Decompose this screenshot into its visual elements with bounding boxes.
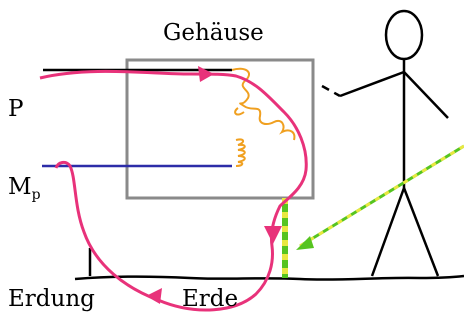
phase-label: P (8, 96, 24, 122)
person-arm-left (339, 70, 405, 98)
neutral-label: Mp (8, 174, 41, 203)
arrowhead-top (198, 66, 214, 82)
fault-arc-scribble (231, 67, 296, 141)
fault-current-loop (39, 69, 308, 312)
person-head (384, 9, 424, 61)
person-arm-right (403, 71, 449, 119)
neutral-label-sub: p (31, 187, 41, 203)
housing-label: Gehäuse (163, 20, 264, 46)
fault-arc-coil (235, 138, 246, 167)
person-leg-right (402, 187, 440, 277)
housing-box (125, 58, 315, 200)
person-leg-left (370, 187, 406, 277)
body-current-arrowhead (296, 236, 314, 250)
earth-ground-line (74, 274, 464, 281)
arrowhead-down (264, 226, 282, 244)
person-arm-touch (321, 84, 341, 98)
earth-label: Erde (182, 286, 239, 312)
arrowhead-bottom-left (146, 288, 162, 304)
neutral-label-base: M (8, 174, 32, 200)
body-current-line-green (299, 144, 464, 248)
grounding-label: Erdung (8, 286, 95, 312)
